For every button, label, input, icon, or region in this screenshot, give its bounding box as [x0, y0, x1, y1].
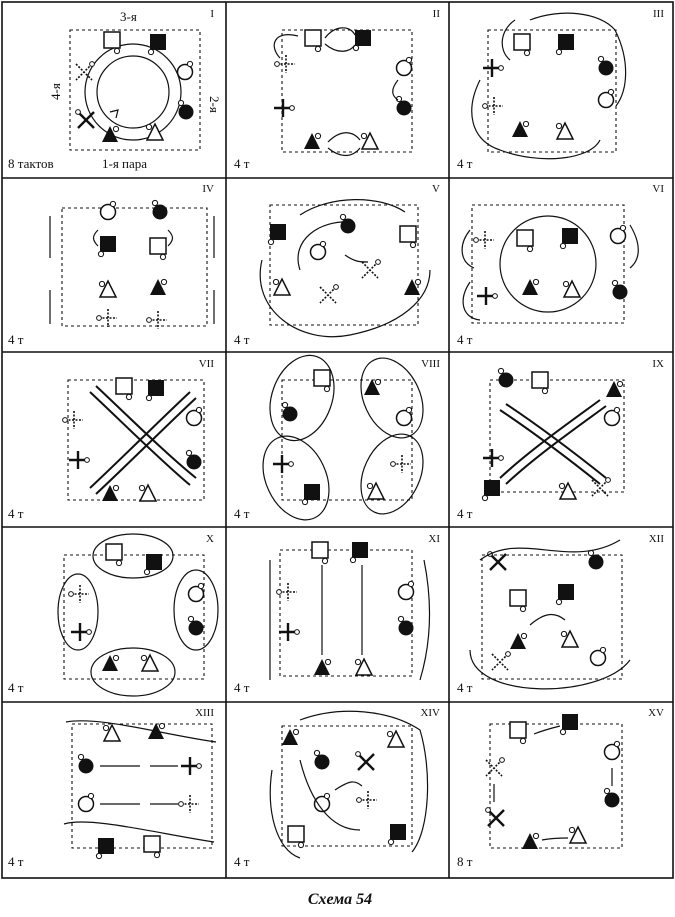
- figure-number: XI: [428, 533, 440, 545]
- figure-panel-5: V 4 т: [234, 183, 440, 347]
- figure-panel-10: X 4 т: [8, 533, 219, 697]
- figure-count: 8 т: [457, 854, 473, 869]
- figure-count: 4 т: [8, 854, 24, 869]
- figure-panel-12: XII 4 т: [457, 533, 664, 695]
- figure-count: 4 т: [457, 680, 473, 695]
- figure-number: XV: [648, 707, 664, 719]
- figure-count: 4 т: [457, 332, 473, 347]
- figure-panel-3: III 4 т: [457, 8, 664, 171]
- figure-panel-8: VIII 4 т: [234, 354, 440, 521]
- figure-panel-4: IV 4 т: [8, 183, 215, 347]
- figure-count: 4 т: [8, 506, 24, 521]
- figure-number: VII: [199, 358, 215, 370]
- figure-count: 4 т: [8, 680, 24, 695]
- couple-1-label: 1-я пара: [102, 156, 147, 171]
- figure-count: 4 т: [457, 506, 473, 521]
- figure-panel-14: XIV 4 т: [234, 707, 440, 869]
- figure-number: VI: [652, 183, 664, 195]
- figure-count: 4 т: [234, 332, 250, 347]
- figure-number: XII: [649, 533, 665, 545]
- couple-4-label: 4-я: [48, 83, 63, 100]
- figure-panel-11: XI 4 т: [234, 533, 440, 695]
- couple-2-label: 2-я: [207, 96, 222, 113]
- couple-3-label: 3-я: [120, 9, 137, 24]
- figure-number: III: [653, 8, 664, 20]
- figure-count: 8 тактов: [8, 156, 54, 171]
- figure-panel-2: II 4 т: [234, 8, 440, 171]
- figure-panel-1: 3-я 4-я 2-я 1-я пара I 8 тактов: [8, 8, 222, 171]
- figure-panel-9: IX 4 т: [457, 358, 664, 521]
- figure-number: IX: [652, 358, 664, 370]
- scheme-caption: Схема 54: [308, 891, 372, 908]
- figure-panel-6: VI 4 т: [457, 183, 664, 347]
- figure-number: IV: [202, 183, 214, 195]
- figure-count: 4 т: [8, 332, 24, 347]
- figure-number: VIII: [421, 358, 440, 370]
- figure-panel-15: XV 8 т: [457, 707, 664, 869]
- figure-count: 4 т: [234, 680, 250, 695]
- figure-number: V: [432, 183, 440, 195]
- figure-number: XIV: [420, 707, 440, 719]
- figure-panel-7: VII 4 т: [8, 358, 214, 521]
- figure-panel-13: XIII 4 т: [8, 707, 217, 869]
- figure-count: 4 т: [234, 156, 250, 171]
- figure-count: 4 т: [234, 506, 250, 521]
- figure-number: X: [206, 533, 214, 545]
- figure-grid: [1, 1, 674, 879]
- figure-count: 4 т: [457, 156, 473, 171]
- figure-number: II: [433, 8, 441, 20]
- figure-number: I: [210, 8, 214, 20]
- figure-number: XIII: [195, 707, 214, 719]
- figure-count: 4 т: [234, 854, 250, 869]
